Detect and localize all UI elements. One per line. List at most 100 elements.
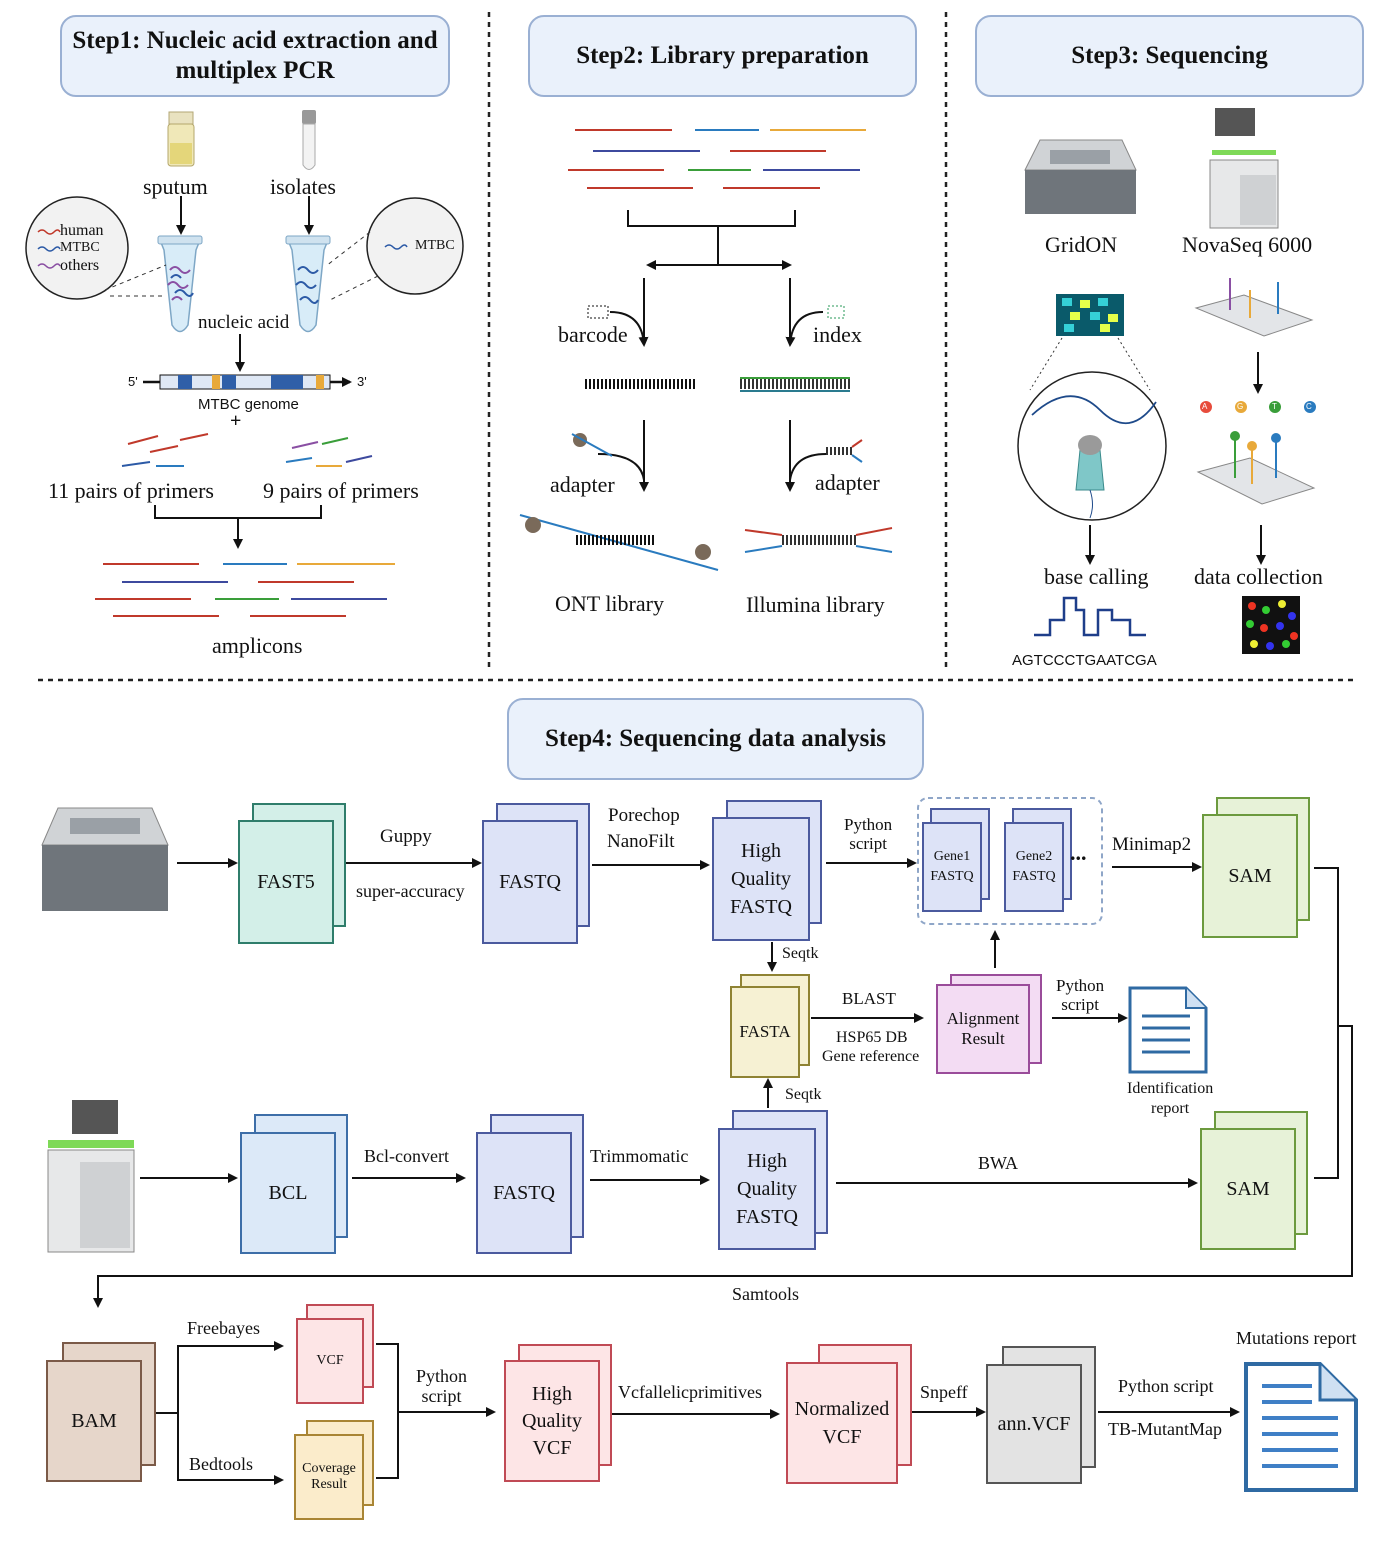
bedtools-label: Bedtools bbox=[189, 1454, 254, 1474]
amplicons-icon bbox=[95, 563, 395, 617]
identification-report-icon bbox=[1128, 986, 1208, 1074]
step4-title: Step4: Sequencing data analysis bbox=[507, 698, 924, 780]
python-script-3: Python script bbox=[416, 1366, 467, 1406]
base-circles-icon bbox=[1200, 401, 1316, 413]
flowcell-grid-icon bbox=[1056, 294, 1124, 336]
tube-right-icon bbox=[285, 235, 331, 333]
gene1-fastq-node: Gene1 FASTQ bbox=[922, 822, 982, 912]
library-fragments-icon bbox=[568, 129, 866, 189]
alignment-result-node: Alignment Result bbox=[936, 984, 1030, 1074]
gridon-device-icon bbox=[1024, 139, 1137, 214]
hq-fastq-ill-node: High Quality FASTQ bbox=[718, 1128, 816, 1250]
hq-vcf-line2: Quality bbox=[522, 1409, 582, 1432]
right-mtbc-label: MTBC bbox=[415, 238, 455, 253]
super-accuracy-label: super-accuracy bbox=[356, 881, 465, 901]
fast5-node: FAST5 bbox=[238, 820, 334, 944]
python-script-3-line1: Python bbox=[416, 1366, 468, 1386]
gene2-line1: Gene2 bbox=[1015, 849, 1053, 864]
novaseq-label: NovaSeq 6000 bbox=[1182, 232, 1313, 257]
python-script-2: Python script bbox=[1056, 976, 1104, 1014]
python-script-2-line1: Python bbox=[1056, 976, 1105, 995]
flowcell-slide-icon bbox=[1194, 278, 1314, 337]
sequence-label: AGTCCCTGAATCGA bbox=[1012, 652, 1157, 669]
base-calling-signal bbox=[1034, 596, 1146, 637]
hq-fastq-ill-line2: Quality bbox=[737, 1178, 797, 1200]
adapter-right-label: adapter bbox=[815, 470, 880, 495]
gene-fastq-group bbox=[917, 797, 1103, 925]
ont-library-icon bbox=[519, 514, 719, 571]
ont-library-label: ONT library bbox=[555, 591, 664, 616]
samtools-label: Samtools bbox=[732, 1284, 800, 1304]
gridon-label: GridON bbox=[1045, 232, 1118, 257]
identification-report-line1: Identification bbox=[1127, 1080, 1214, 1097]
base-c: C bbox=[1306, 402, 1312, 411]
guppy-label: Guppy bbox=[380, 826, 432, 847]
hq-fastq-ont-line2: Quality bbox=[731, 868, 791, 890]
python-script-1: Python script bbox=[844, 815, 892, 853]
normalized-vcf-node: Normalized VCF bbox=[786, 1362, 898, 1484]
indexed-fragment-icon bbox=[740, 377, 850, 392]
minimap2-label: Minimap2 bbox=[1112, 834, 1192, 855]
fastq-ont-node: FASTQ bbox=[482, 820, 578, 944]
hq-fastq-ont-line3: FASTQ bbox=[730, 896, 792, 918]
amplicons-label: amplicons bbox=[212, 633, 303, 658]
porechop-label: Porechop bbox=[608, 805, 680, 826]
coverage-line1: Coverage bbox=[302, 1461, 356, 1476]
gene-reference-label: Gene reference bbox=[822, 1048, 920, 1065]
normalized-vcf-line1: Normalized bbox=[794, 1398, 890, 1420]
python-script-1-line2: script bbox=[849, 834, 887, 853]
alignment-line2: Result bbox=[961, 1029, 1005, 1048]
zoom-circle-right bbox=[366, 197, 464, 295]
gene1-line1: Gene1 bbox=[933, 849, 971, 864]
five-prime-label: 5' bbox=[128, 374, 138, 389]
genome-bar-icon bbox=[143, 374, 352, 390]
normalized-vcf-line2: VCF bbox=[822, 1426, 862, 1448]
gene2-fastq-node: Gene2 FASTQ bbox=[1004, 822, 1064, 912]
hq-fastq-ill-line3: FASTQ bbox=[736, 1206, 798, 1228]
sam-ill-node: SAM bbox=[1200, 1128, 1296, 1250]
sam-ont-node: SAM bbox=[1202, 814, 1298, 938]
novaseq-device-icon bbox=[1209, 108, 1279, 229]
gene2-line2: FASTQ bbox=[1012, 869, 1056, 884]
gridon-device-small-icon bbox=[41, 807, 169, 911]
gene1-line2: FASTQ bbox=[930, 869, 974, 884]
bcl-convert-label: Bcl-convert bbox=[364, 1146, 449, 1166]
coverage-result-node: Coverage Result bbox=[294, 1434, 364, 1520]
bam-node: BAM bbox=[46, 1360, 142, 1482]
base-calling-label: base calling bbox=[1044, 564, 1149, 589]
step3-title: Step3: Sequencing bbox=[975, 15, 1364, 97]
base-g: G bbox=[1237, 402, 1244, 411]
adapter-left-label: adapter bbox=[550, 472, 615, 497]
primers-left-label: 11 pairs of primers bbox=[48, 478, 214, 503]
identification-report-label: Identification report bbox=[1127, 1079, 1213, 1119]
bcl-node: BCL bbox=[240, 1132, 336, 1254]
snpeff-label: Snpeff bbox=[920, 1382, 968, 1402]
step2-title: Step2: Library preparation bbox=[528, 15, 917, 97]
sputum-jar-icon bbox=[167, 111, 195, 167]
illumina-adapter-icon bbox=[826, 439, 863, 463]
legend-mtbc: MTBC bbox=[60, 240, 100, 255]
isolates-label: isolates bbox=[270, 174, 336, 199]
primers-right-label: 9 pairs of primers bbox=[263, 478, 419, 503]
isolates-tube-icon bbox=[302, 110, 316, 170]
nucleic-acid-label: nucleic acid bbox=[198, 312, 290, 333]
more-genes-dots: ... bbox=[1070, 840, 1087, 865]
illumina-library-icon bbox=[744, 527, 893, 553]
trimmomatic-label: Trimmomatic bbox=[590, 1146, 689, 1166]
hq-vcf-line3: VCF bbox=[532, 1436, 572, 1459]
identification-report-line2: report bbox=[1150, 1100, 1190, 1117]
nanofilt-label: NanoFilt bbox=[607, 831, 675, 852]
fastq-ill-node: FASTQ bbox=[476, 1132, 572, 1254]
ann-vcf-node: ann.VCF bbox=[986, 1364, 1082, 1484]
base-t: T bbox=[1272, 402, 1277, 411]
cluster-slide-icon bbox=[1196, 431, 1316, 505]
alignment-line1: Alignment bbox=[946, 1009, 1020, 1028]
hq-fastq-ont-line1: High bbox=[741, 840, 781, 862]
mutations-report-icon bbox=[1244, 1362, 1358, 1492]
tb-mutantmap-label: TB-MutantMap bbox=[1108, 1419, 1222, 1439]
ont-adapter-icon bbox=[571, 433, 613, 457]
seqtk-top-label: Seqtk bbox=[782, 945, 819, 962]
fasta-node: FASTA bbox=[730, 986, 800, 1078]
primers-right-icon bbox=[285, 437, 373, 467]
